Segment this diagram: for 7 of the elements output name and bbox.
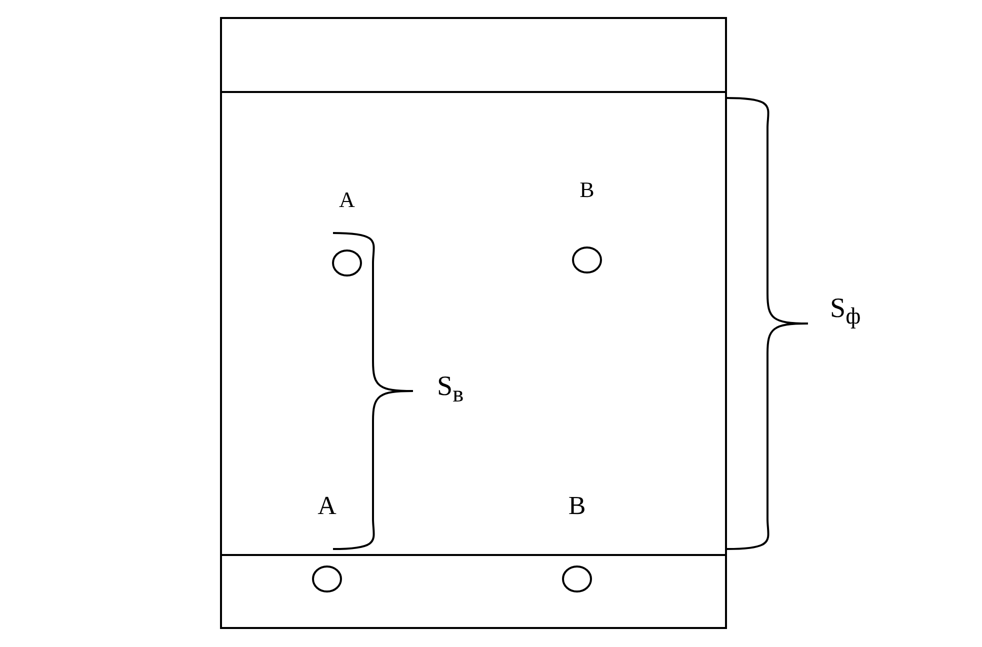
point-label: B xyxy=(567,493,587,519)
point-label: A xyxy=(338,187,356,213)
point-label: A xyxy=(316,493,338,519)
dimension-label: S$_{ф}$ xyxy=(830,296,861,330)
point-label: B xyxy=(578,177,596,203)
dimension-label: S$_{в}$ xyxy=(437,374,464,408)
frame-rectangle xyxy=(220,17,727,629)
